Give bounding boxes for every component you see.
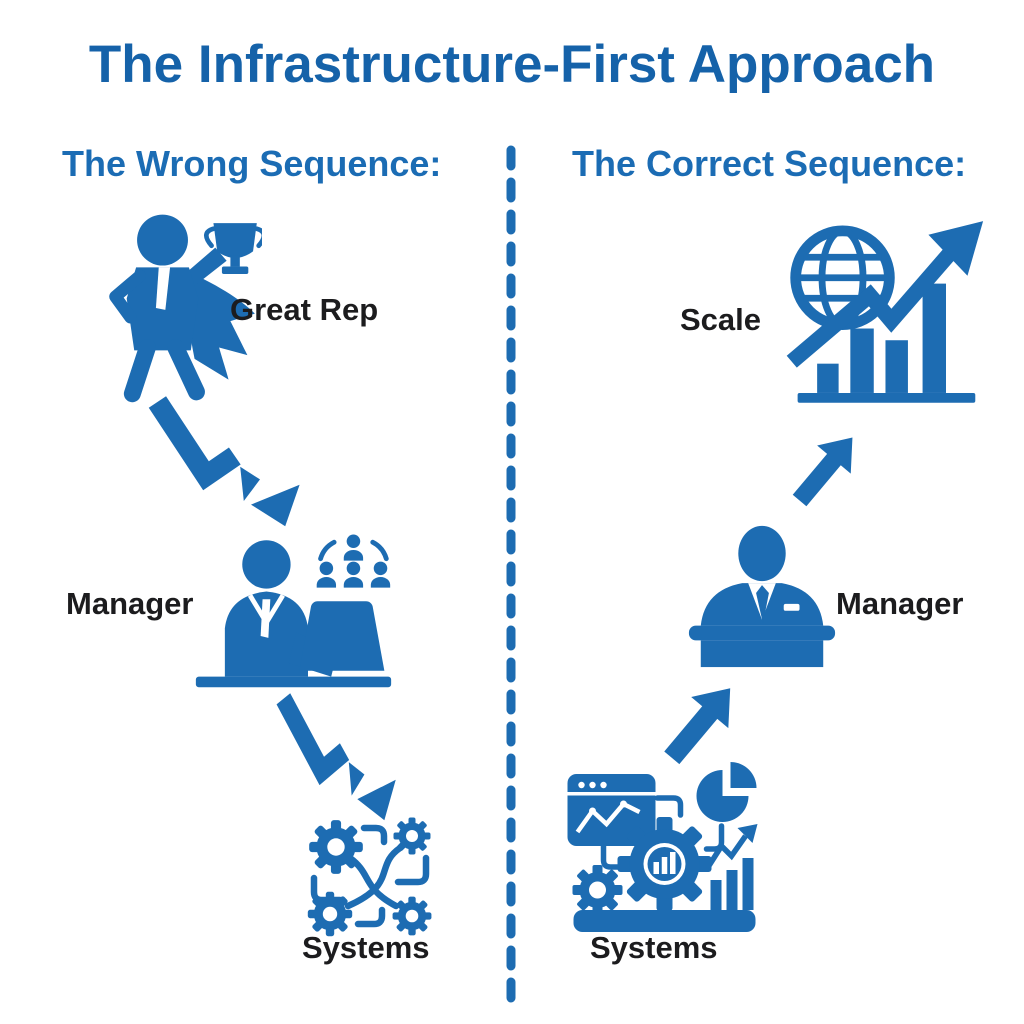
step-label-systems-right: Systems	[590, 930, 718, 965]
left-column-header: The Wrong Sequence:	[62, 143, 442, 184]
right-column-header: The Correct Sequence:	[572, 143, 967, 184]
step-label-scale: Scale	[680, 302, 762, 337]
broken-arrow-icon	[148, 396, 300, 527]
globe-growth-chart-icon	[786, 221, 984, 403]
step-label-systems-left: Systems	[302, 930, 430, 965]
step-label-great-rep: Great Rep	[230, 292, 379, 327]
systems-dashboard-icon	[567, 762, 758, 932]
superhero-trophy-icon	[109, 214, 262, 403]
manager-laptop-team-icon	[195, 534, 392, 688]
manager-podium-icon	[688, 525, 836, 668]
column-divider	[506, 145, 516, 1005]
step-label-manager-left: Manager	[66, 586, 194, 621]
page-title: The Infrastructure-First Approach	[88, 35, 936, 94]
up-arrow-icon	[664, 688, 731, 765]
tangled-gears-icon	[307, 817, 432, 937]
step-label-manager-right: Manager	[836, 586, 964, 621]
broken-arrow-icon	[276, 693, 396, 821]
up-arrow-icon	[792, 437, 853, 507]
